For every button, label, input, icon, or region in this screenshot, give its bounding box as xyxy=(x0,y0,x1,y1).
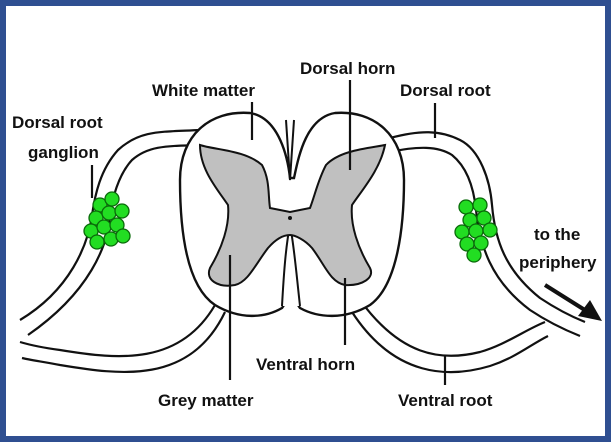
ganglion-cell xyxy=(483,223,497,237)
right-ganglion xyxy=(455,198,497,262)
arrow-head-icon xyxy=(578,300,602,321)
label-dorsal-horn: Dorsal horn xyxy=(300,59,395,78)
ganglion-cell xyxy=(90,235,104,249)
ganglion-cell xyxy=(116,229,130,243)
periphery-arrow xyxy=(545,285,602,321)
label-drg-line1: Dorsal root xyxy=(12,113,103,132)
ganglion-cell xyxy=(473,198,487,212)
label-drg-line2: ganglion xyxy=(28,143,99,162)
ganglion-cell xyxy=(459,200,473,214)
label-ventral-root: Ventral root xyxy=(398,391,493,410)
ganglion-cell xyxy=(467,248,481,262)
label-dorsal-root: Dorsal root xyxy=(400,81,491,100)
ganglion-cell xyxy=(115,204,129,218)
central-canal xyxy=(288,216,292,220)
label-ventral-horn: Ventral horn xyxy=(256,355,355,374)
label-grey-matter: Grey matter xyxy=(158,391,254,410)
label-periphery-line1: to the xyxy=(534,225,580,244)
ganglion-cell xyxy=(105,192,119,206)
label-white-matter: White matter xyxy=(152,81,255,100)
ganglion-cell xyxy=(102,206,116,220)
label-periphery-line2: periphery xyxy=(519,253,597,272)
left-ganglion xyxy=(84,192,130,249)
